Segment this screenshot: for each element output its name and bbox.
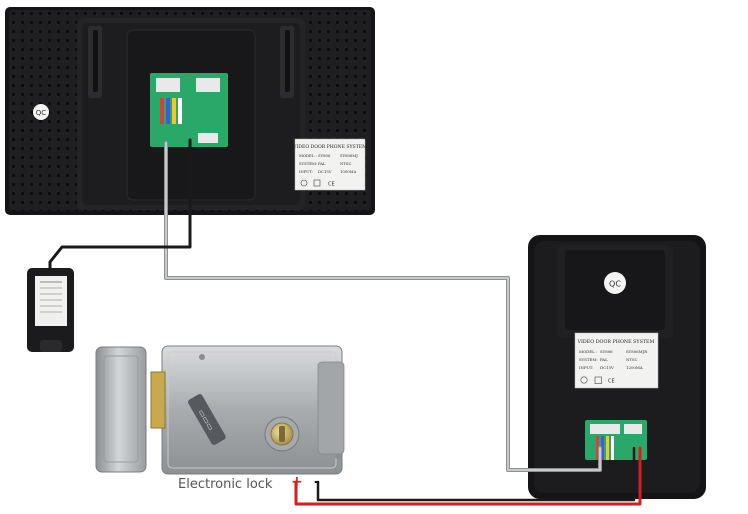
svg-text:PAL: PAL: [600, 357, 608, 362]
svg-text:CE: CE: [608, 379, 615, 385]
negative-terminal-label: -: [314, 474, 320, 490]
positive-terminal-label: +: [291, 474, 303, 490]
svg-text:VIDEO DOOR PHONE SYSTEM: VIDEO DOOR PHONE SYSTEM: [292, 144, 367, 150]
svg-text:NTSC: NTSC: [626, 357, 638, 362]
door-spec-label: VIDEO DOOR PHONE SYSTEM MODEL : SY806 SY…: [574, 332, 659, 389]
door-qc-sticker: QC: [609, 280, 621, 289]
qc-sticker-text: QC: [36, 109, 47, 117]
svg-text:SY806MJR: SY806MJR: [626, 349, 648, 354]
svg-text:1200MA: 1200MA: [626, 365, 643, 370]
svg-text:SYSTEM:: SYSTEM:: [299, 161, 317, 166]
svg-text:SY806: SY806: [318, 153, 331, 158]
svg-text:DC15V: DC15V: [600, 365, 614, 370]
svg-text:1000MA: 1000MA: [340, 169, 357, 174]
outdoor-door-station: QC VIDEO DOOR PHONE SYSTEM MODEL : SY806…: [528, 235, 706, 499]
svg-text:MODEL :: MODEL :: [299, 153, 317, 158]
svg-text:MODEL :: MODEL :: [579, 349, 597, 354]
svg-text:NTSC: NTSC: [340, 161, 351, 166]
svg-text:VIDEO DOOR PHONE SYSTEM: VIDEO DOOR PHONE SYSTEM: [577, 339, 655, 345]
power-adapter: [27, 268, 74, 352]
svg-text:SY806: SY806: [600, 349, 613, 354]
svg-text:INPUT:: INPUT:: [299, 169, 313, 174]
qc-sticker: [33, 104, 49, 120]
svg-text:DC15V: DC15V: [318, 169, 332, 174]
monitor-spec-label: VIDEO DOOR PHONE SYSTEM MODEL : SY806 SY…: [292, 138, 367, 191]
svg-text:CE: CE: [328, 182, 335, 188]
electronic-lock: ▭▭▭: [95, 345, 345, 475]
svg-text:PAL: PAL: [318, 161, 326, 166]
svg-text:SY806MJ: SY806MJ: [340, 153, 358, 158]
svg-text:INPUT:: INPUT:: [579, 365, 594, 370]
indoor-monitor: QC VIDEO DOOR PHONE SYSTEM MODEL : SY806…: [5, 7, 375, 215]
cables: [48, 138, 642, 506]
electronic-lock-caption: Electronic lock: [178, 477, 273, 492]
svg-text:SYSTEM:: SYSTEM:: [579, 357, 598, 362]
